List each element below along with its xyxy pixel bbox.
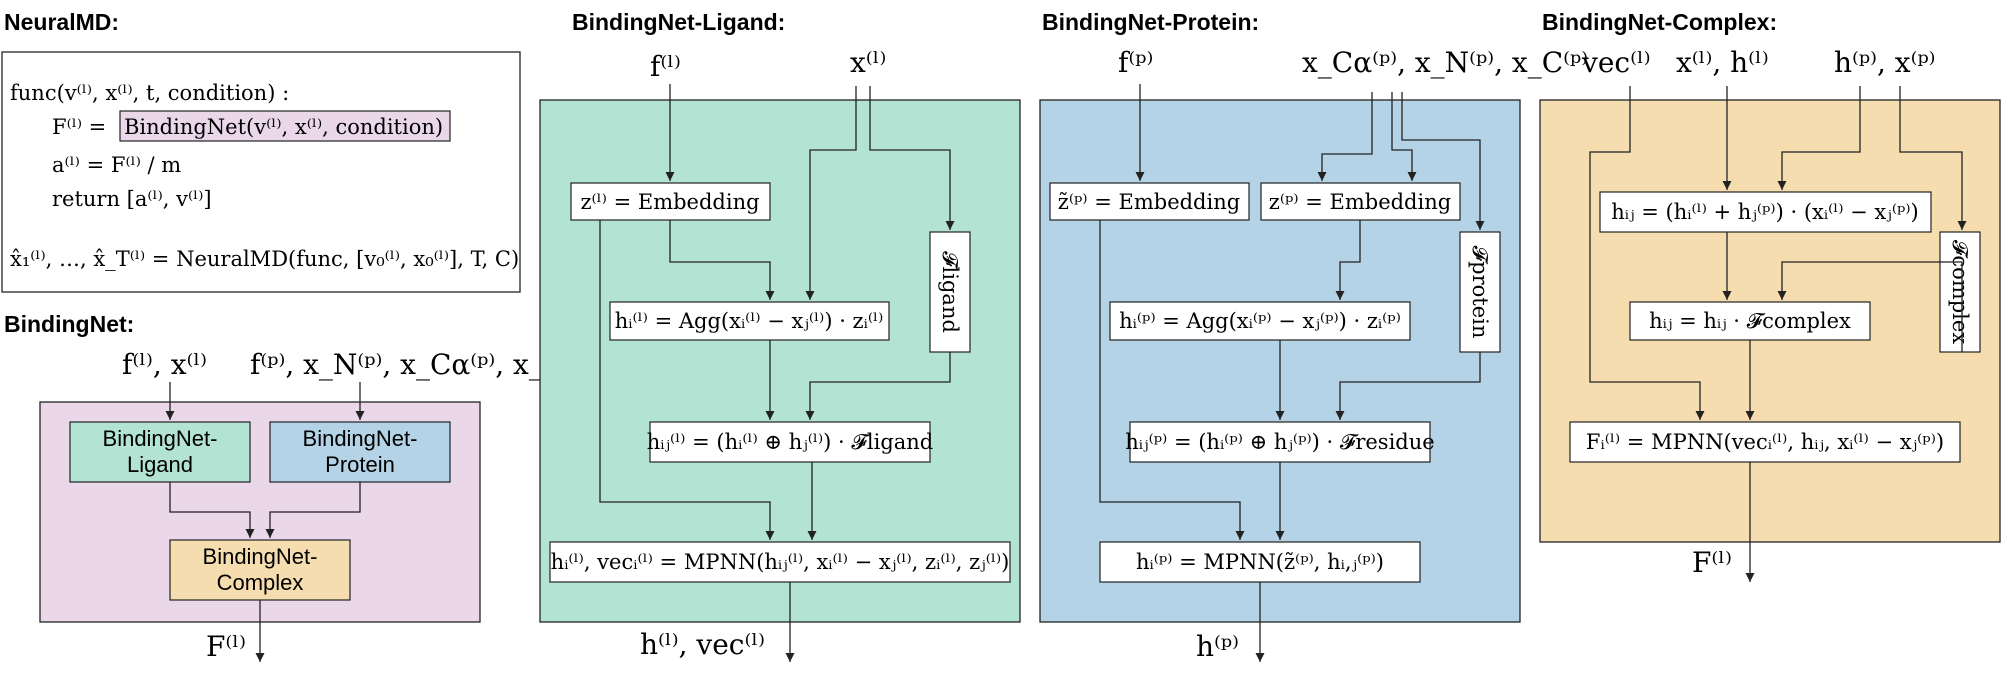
ligand-embedding-box: [570, 182, 771, 221]
protein-input-x: x_Cα⁽ᵖ⁾, x_N⁽ᵖ⁾, x_C⁽ᵖ⁾: [1302, 46, 1588, 79]
complex-output: F⁽ˡ⁾: [1692, 546, 1732, 579]
bindingnet-complex-block: [169, 539, 351, 601]
ligand-embedding-label: z⁽ˡ⁾ = Embedding: [580, 190, 759, 214]
bindingnet-input-protein: f⁽ᵖ⁾, x_N⁽ᵖ⁾, x_Cα⁽ᵖ⁾, x_C⁽ᵖ⁾: [250, 348, 589, 381]
ligand-agg-box: [609, 301, 890, 341]
bindingnet-protein-block: [269, 421, 451, 483]
ligand-hij-box: [649, 421, 931, 463]
bindingnet-input-ligand: f⁽ˡ⁾, x⁽ˡ⁾: [122, 348, 207, 381]
bindingnet-arrows: [165, 382, 365, 662]
code-line-func: func(v⁽ˡ⁾, x⁽ˡ⁾, t, condition) :: [10, 81, 289, 105]
ligand-frame-label: 𝓕ligand: [938, 251, 962, 333]
protein-output: h⁽ᵖ⁾: [1196, 630, 1239, 663]
protein-embedding-label: z⁽ᵖ⁾ = Embedding: [1269, 190, 1451, 214]
protein-embedding-box: [1260, 182, 1461, 221]
bindingnet-protein-label-2: Protein: [325, 452, 395, 477]
ligand-mpnn-label: hᵢ⁽ˡ⁾, vecᵢ⁽ˡ⁾ = MPNN(hᵢⱼ⁽ˡ⁾, xᵢ⁽ˡ⁾ − xⱼ…: [551, 550, 1010, 574]
bindingnet-complex-label-2: Complex: [217, 570, 304, 595]
bindingnet-ligand-label-2: Ligand: [127, 452, 193, 477]
protein-agg-label: hᵢ⁽ᵖ⁾ = Agg(xᵢ⁽ᵖ⁾ − xⱼ⁽ᵖ⁾) · zᵢ⁽ᵖ⁾: [1119, 309, 1401, 333]
bindingnet-call-highlight: [119, 110, 451, 142]
neuralmd-code-box: [1, 51, 521, 293]
protein-frame-box: [1459, 231, 1501, 353]
protein-embedding-tilde-label: z̃⁽ᵖ⁾ = Embedding: [1058, 190, 1240, 214]
protein-hij-label: hᵢⱼ⁽ᵖ⁾ = (hᵢ⁽ᵖ⁾ ⊕ hⱼ⁽ᵖ⁾) · 𝓕residue: [1125, 430, 1434, 454]
ligand-agg-label: hᵢ⁽ˡ⁾ = Agg(xᵢ⁽ˡ⁾ − xⱼ⁽ˡ⁾) · zᵢ⁽ˡ⁾: [615, 309, 884, 333]
bindingnet-output: F⁽ˡ⁾: [206, 630, 246, 663]
bindingnet-complex-label-1: BindingNet-: [203, 544, 318, 569]
ligand-hij-label: hᵢⱼ⁽ˡ⁾ = (hᵢ⁽ˡ⁾ ⊕ hⱼ⁽ˡ⁾) · 𝓕ligand: [647, 430, 934, 454]
complex-input-xh: x⁽ˡ⁾, h⁽ˡ⁾: [1676, 46, 1769, 79]
ligand-mpnn-box: [549, 541, 1011, 583]
complex-frame-box: [1939, 231, 1981, 353]
code-line-force-lhs: F⁽ˡ⁾ =: [52, 115, 106, 139]
ligand-input-x: x⁽ˡ⁾: [850, 46, 886, 79]
complex-hij2-label: hᵢⱼ = hᵢⱼ · 𝓕complex: [1649, 309, 1851, 333]
protein-frame-label: 𝓕protein: [1468, 246, 1492, 339]
code-line-accel: a⁽ˡ⁾ = F⁽ˡ⁾ / m: [52, 153, 181, 177]
protein-mpnn-label: hᵢ⁽ᵖ⁾ = MPNN(z̃⁽ᵖ⁾, hᵢ,ⱼ⁽ᵖ⁾): [1136, 550, 1384, 574]
protein-arrows: [1099, 84, 1485, 662]
bindingnet-ligand-block: [69, 421, 251, 483]
complex-arrows: [1589, 86, 1967, 582]
code-line-return: return [a⁽ˡ⁾, v⁽ˡ⁾]: [52, 187, 212, 211]
complex-hij1-box: [1599, 191, 1932, 233]
ligand-frame-box: [929, 231, 971, 353]
complex-input-vec: vec⁽ˡ⁾: [1581, 46, 1651, 79]
protein-agg-box: [1109, 301, 1411, 341]
ligand-input-f: f⁽ˡ⁾: [650, 50, 681, 83]
bindingnet-protein-label-1: BindingNet-: [303, 426, 418, 451]
protein-title: BindingNet-Protein:: [1042, 9, 1259, 35]
protein-mpnn-box: [1099, 541, 1421, 583]
bindingnet-title: BindingNet:: [4, 311, 134, 337]
complex-mpnn-label: Fᵢ⁽ˡ⁾ = MPNN(vecᵢ⁽ˡ⁾, hᵢⱼ, xᵢ⁽ˡ⁾ − xⱼ⁽ᵖ⁾…: [1586, 430, 1944, 454]
ligand-title: BindingNet-Ligand:: [572, 9, 785, 35]
code-line-neuralmd: x̂₁⁽ˡ⁾, …, x̂_T⁽ˡ⁾ = NeuralMD(func, [v₀⁽…: [10, 247, 519, 271]
bindingnet-ligand-label-1: BindingNet-: [103, 426, 218, 451]
complex-mpnn-box: [1569, 421, 1961, 463]
ligand-output: h⁽ˡ⁾, vec⁽ˡ⁾: [640, 628, 765, 661]
complex-input-hx: h⁽ᵖ⁾, x⁽ᵖ⁾: [1834, 46, 1936, 79]
complex-frame-label: 𝓕complex: [1948, 240, 1972, 344]
protein-input-f: f⁽ᵖ⁾: [1118, 46, 1153, 79]
complex-hij1-label: hᵢⱼ = (hᵢ⁽ˡ⁾ + hⱼ⁽ᵖ⁾) · (xᵢ⁽ˡ⁾ − xⱼ⁽ᵖ⁾): [1611, 200, 1918, 224]
code-line-force-call: BindingNet(v⁽ˡ⁾, x⁽ˡ⁾, condition): [124, 115, 443, 139]
protein-embedding-tilde-box: [1049, 182, 1250, 221]
neuralmd-title: NeuralMD:: [4, 9, 119, 35]
ligand-arrows: [599, 84, 955, 662]
complex-title: BindingNet-Complex:: [1542, 9, 1777, 35]
